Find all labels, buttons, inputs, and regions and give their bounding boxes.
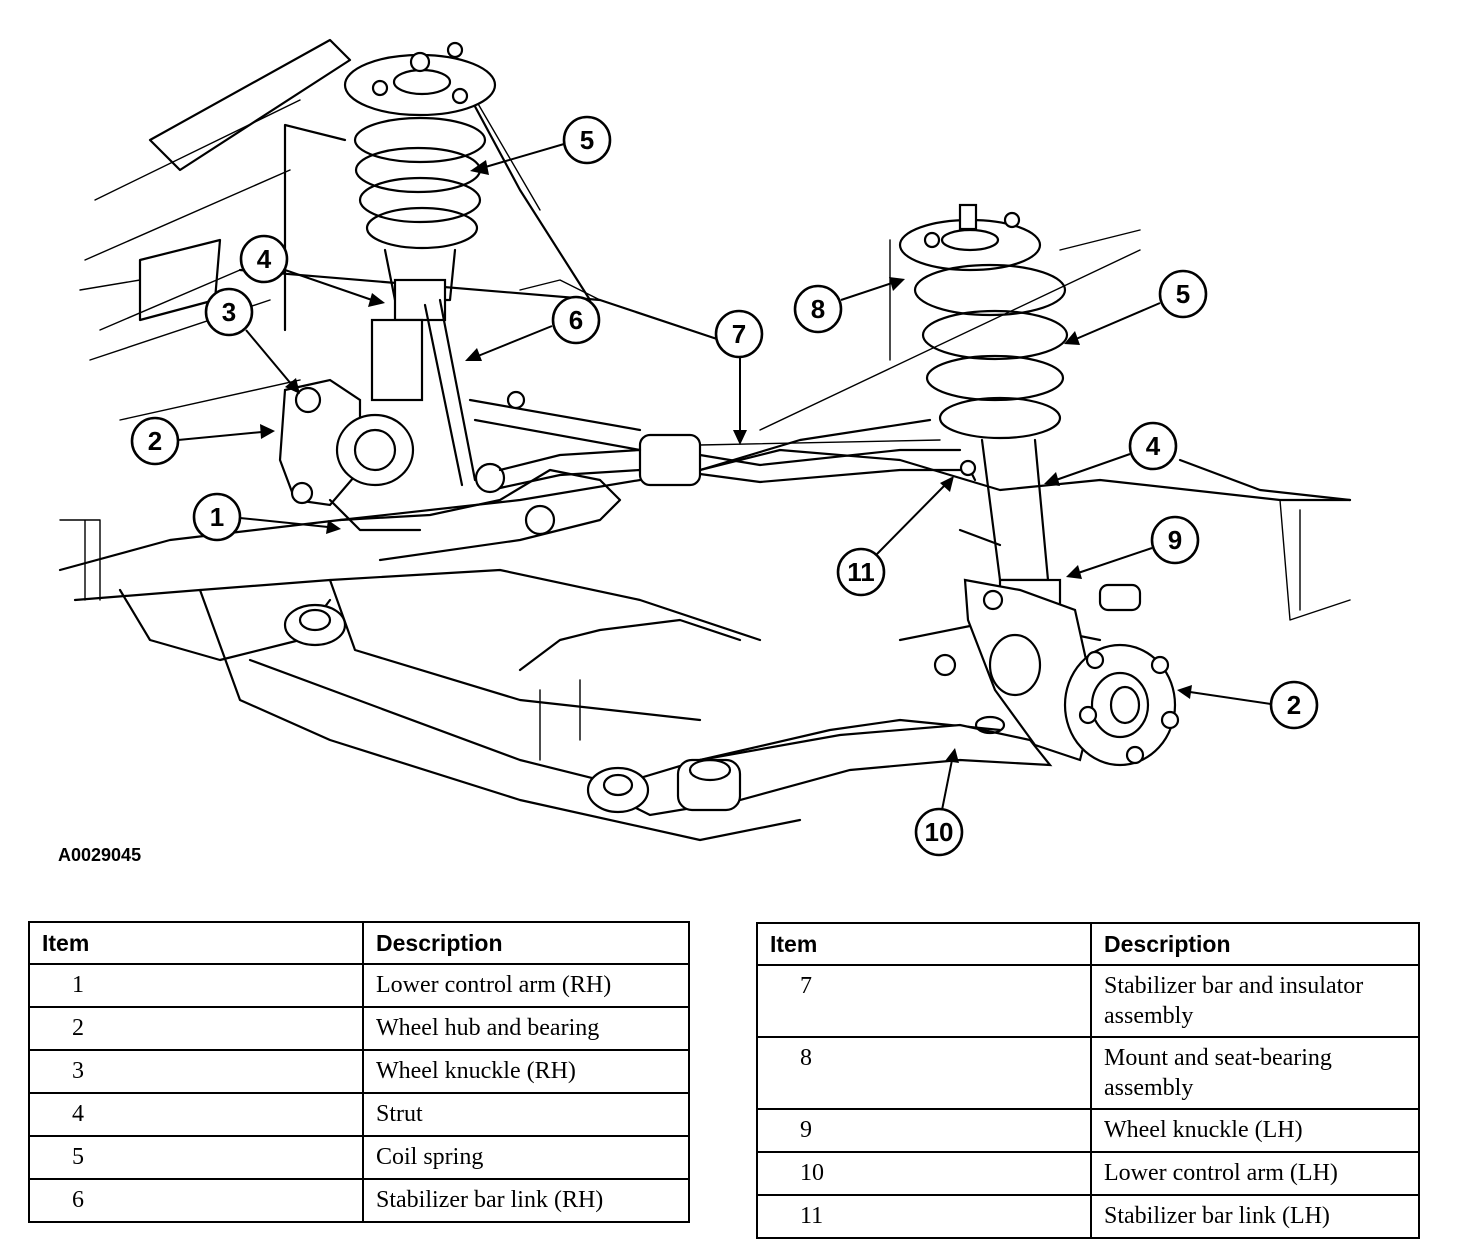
legend-row: 6 Stabilizer bar link (RH) bbox=[28, 1178, 690, 1223]
legend-row: 2 Wheel hub and bearing bbox=[28, 1006, 690, 1051]
item-description: Stabilizer bar and insulator assembly bbox=[1090, 964, 1420, 1038]
legend-header-row: Item Description bbox=[28, 921, 690, 965]
front-suspension-illustration: 5 4 3 6 2 bbox=[58, 38, 1352, 857]
legend-table-right: Item Description 7 Stabilizer bar and in… bbox=[756, 922, 1420, 1239]
callout-11-lh-link: 11 bbox=[836, 476, 954, 597]
callout-8-lh-mount: 8 bbox=[793, 277, 905, 334]
callout-number: 10 bbox=[925, 817, 954, 847]
legend-row: 1 Lower control arm (RH) bbox=[28, 963, 690, 1008]
callout-number: 7 bbox=[732, 319, 746, 349]
item-number: 8 bbox=[756, 1036, 1092, 1110]
item-number: 5 bbox=[28, 1135, 364, 1180]
rh-knuckle-hub bbox=[278, 378, 422, 532]
callout-number: 4 bbox=[1146, 431, 1161, 461]
legend-table-left: Item Description 1 Lower control arm (RH… bbox=[28, 921, 690, 1223]
callout-number: 2 bbox=[1287, 690, 1301, 720]
description-line: Stabilizer bar and insulator bbox=[1104, 973, 1364, 999]
legend-row: 4 Strut bbox=[28, 1092, 690, 1137]
callout-number: 2 bbox=[148, 426, 162, 456]
item-number: 6 bbox=[28, 1178, 364, 1223]
lh-knuckle-hub bbox=[933, 459, 1180, 767]
callout-4-lh-strut: 4 bbox=[1044, 421, 1178, 486]
header-item: Item bbox=[756, 922, 1092, 966]
item-number: 11 bbox=[756, 1194, 1092, 1239]
item-number: 7 bbox=[756, 964, 1092, 1038]
item-description: Coil spring bbox=[362, 1135, 690, 1180]
legend-row: 5 Coil spring bbox=[28, 1135, 690, 1180]
item-description: Wheel knuckle (LH) bbox=[1090, 1108, 1420, 1153]
item-number: 9 bbox=[756, 1108, 1092, 1153]
callout-number: 3 bbox=[222, 297, 236, 327]
legend-row: 8 Mount and seat-bearing assembly bbox=[756, 1036, 1420, 1110]
callout-number: 4 bbox=[257, 244, 272, 274]
callout-1-rh-lower-arm: 1 bbox=[192, 492, 341, 542]
item-number: 1 bbox=[28, 963, 364, 1008]
callout-2-lh-hub: 2 bbox=[1177, 680, 1319, 730]
callout-3-rh-knuckle: 3 bbox=[204, 287, 300, 394]
item-description: Lower control arm (RH) bbox=[362, 963, 690, 1008]
callout-number: 6 bbox=[569, 305, 583, 335]
header-item: Item bbox=[28, 921, 364, 965]
legend-row: 9 Wheel knuckle (LH) bbox=[756, 1108, 1420, 1153]
item-description: Wheel knuckle (RH) bbox=[362, 1049, 690, 1094]
item-number: 3 bbox=[28, 1049, 364, 1094]
item-description: Wheel hub and bearing bbox=[362, 1006, 690, 1051]
description-line: assembly bbox=[1104, 1075, 1194, 1101]
item-number: 10 bbox=[756, 1151, 1092, 1196]
lh-strut-spring-assembly bbox=[898, 203, 1069, 622]
item-number: 2 bbox=[28, 1006, 364, 1051]
description-line: Mount and seat-bearing bbox=[1104, 1045, 1332, 1071]
legend-row: 11 Stabilizer bar link (LH) bbox=[756, 1194, 1420, 1239]
item-description: Strut bbox=[362, 1092, 690, 1137]
rh-strut-spring-assembly bbox=[343, 41, 497, 402]
callout-number: 5 bbox=[580, 125, 594, 155]
item-description: Stabilizer bar link (LH) bbox=[1090, 1194, 1420, 1239]
item-description: Stabilizer bar link (RH) bbox=[362, 1178, 690, 1223]
legend-row: 7 Stabilizer bar and insulator assembly bbox=[756, 964, 1420, 1038]
callout-2-rh-hub: 2 bbox=[130, 416, 275, 466]
legend-header-row: Item Description bbox=[756, 922, 1420, 966]
figure-id: A0029045 bbox=[58, 845, 142, 865]
callout-number: 8 bbox=[811, 294, 825, 324]
callout-9-lh-knuckle: 9 bbox=[1066, 515, 1200, 579]
stabilizer-bar bbox=[468, 390, 962, 490]
header-description: Description bbox=[1090, 922, 1420, 966]
callouts: 5 4 3 6 2 bbox=[130, 115, 1319, 857]
callout-number: 9 bbox=[1168, 525, 1182, 555]
description-line: assembly bbox=[1104, 1003, 1194, 1029]
item-description: Lower control arm (LH) bbox=[1090, 1151, 1420, 1196]
legend-row: 10 Lower control arm (LH) bbox=[756, 1151, 1420, 1196]
callout-5-rh-spring: 5 bbox=[470, 115, 612, 175]
callout-4-rh-strut: 4 bbox=[239, 234, 385, 307]
callout-10-lh-lower-arm: 10 bbox=[914, 748, 964, 857]
callout-6-rh-link: 6 bbox=[465, 295, 601, 361]
header-description: Description bbox=[362, 921, 690, 965]
item-number: 4 bbox=[28, 1092, 364, 1137]
callout-number: 11 bbox=[847, 557, 875, 587]
rh-link-and-lower-arm bbox=[283, 298, 622, 647]
callout-7-stabilizer-bar: 7 bbox=[714, 309, 764, 445]
callout-5-lh-spring: 5 bbox=[1064, 269, 1208, 345]
item-description: Mount and seat-bearing assembly bbox=[1090, 1036, 1420, 1110]
callout-number: 5 bbox=[1176, 279, 1190, 309]
lh-lower-arm bbox=[586, 715, 1053, 817]
callout-number: 1 bbox=[210, 502, 224, 532]
legend-row: 3 Wheel knuckle (RH) bbox=[28, 1049, 690, 1094]
